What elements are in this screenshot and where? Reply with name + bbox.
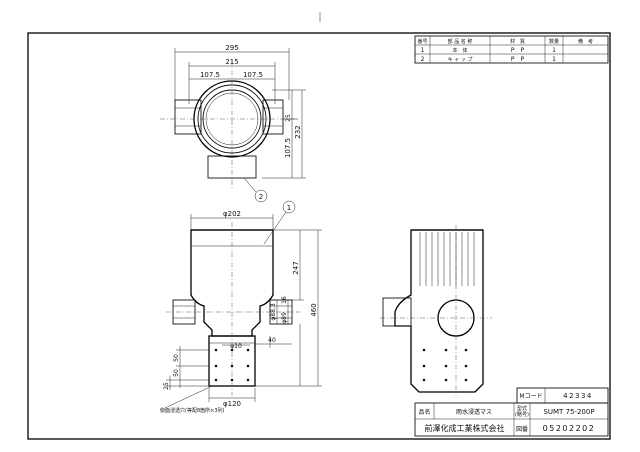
model-label-1: 型式 xyxy=(517,405,527,412)
dim-16: 16 xyxy=(281,296,288,304)
dim-phi-10: φ10 xyxy=(230,343,242,350)
front-view: φ202 247 460 φ88.3 φ89 16 40 φ10 φ120 xyxy=(160,200,322,414)
table-header-no: 番号 xyxy=(417,38,427,45)
balloon-2 xyxy=(254,189,268,203)
section-ribs xyxy=(419,232,475,286)
drawing-no-label: 図番 xyxy=(516,426,528,433)
dim-50-lower: 50 xyxy=(173,369,180,377)
mcode-value: 42334 xyxy=(563,392,593,400)
company-name: 前澤化成工業株式会社 xyxy=(425,423,505,433)
table-header-qty: 数量 xyxy=(549,38,559,45)
dim-25-bottom: 25 xyxy=(163,382,170,390)
balloon-1-label: 1 xyxy=(287,204,291,212)
table-row-no: 2 xyxy=(421,56,425,63)
section-holes xyxy=(422,348,468,382)
name-label: 品名 xyxy=(418,408,430,416)
dim-phi-120: φ120 xyxy=(223,400,241,408)
table-row-name: キ ャ ッ プ xyxy=(448,57,473,63)
parts-table: 番号 部 品 名 称 材 質 数量 備 考 1 本 体 P P 1 2 キ ャ … xyxy=(414,35,609,64)
model-label-2: (略号) xyxy=(515,411,529,418)
dim-107-5-right: 107.5 xyxy=(243,71,263,79)
dim-247: 247 xyxy=(292,261,300,274)
table-row-no: 1 xyxy=(421,47,425,54)
mcode-label: Mコード xyxy=(519,393,542,400)
drawing-no-value: 05202202 xyxy=(543,424,596,433)
table-row-name: 本 体 xyxy=(452,47,467,54)
note-side-hole: 側面浸透穴(等配8箇所×3列) xyxy=(160,407,225,414)
sheet-border xyxy=(27,32,611,440)
dim-phi-88-3: φ88.3 xyxy=(270,303,277,321)
table-header-note: 備 考 xyxy=(578,38,593,45)
dim-phi-202: φ202 xyxy=(223,210,241,218)
name-value: 雨水浸透マス xyxy=(456,408,492,416)
table-row-qty: 1 xyxy=(552,56,556,63)
table-row-material: P P xyxy=(511,47,525,54)
dim-232: 232 xyxy=(294,125,302,138)
table-header-material: 材 質 xyxy=(510,38,525,45)
dim-107-5-side: 107.5 xyxy=(284,138,292,158)
dim-107-5-left: 107.5 xyxy=(200,71,220,79)
title-block: Mコード 42334 品名 雨水浸透マス 型式 (略号) SUMT 75-200… xyxy=(414,387,609,437)
dim-460: 460 xyxy=(310,303,318,316)
dim-295: 295 xyxy=(225,44,238,52)
table-row-material: P P xyxy=(511,56,525,63)
table-row-qty: 1 xyxy=(552,47,556,54)
balloon-1 xyxy=(282,200,296,214)
plan-view: 295 215 107.5 107.5 25 107.5 232 2 xyxy=(160,44,306,203)
dim-phi-89: φ89 xyxy=(281,312,288,324)
table-header-name: 部 品 名 称 xyxy=(448,38,473,45)
dim-50-upper: 50 xyxy=(173,354,180,362)
dim-40: 40 xyxy=(268,337,276,344)
balloon-2-label: 2 xyxy=(259,193,263,201)
dim-215: 215 xyxy=(225,58,238,66)
dim-25: 25 xyxy=(285,114,292,122)
section-view xyxy=(380,225,492,396)
model-value: SUMT 75-200P xyxy=(543,408,594,416)
perforation-holes xyxy=(214,348,250,382)
